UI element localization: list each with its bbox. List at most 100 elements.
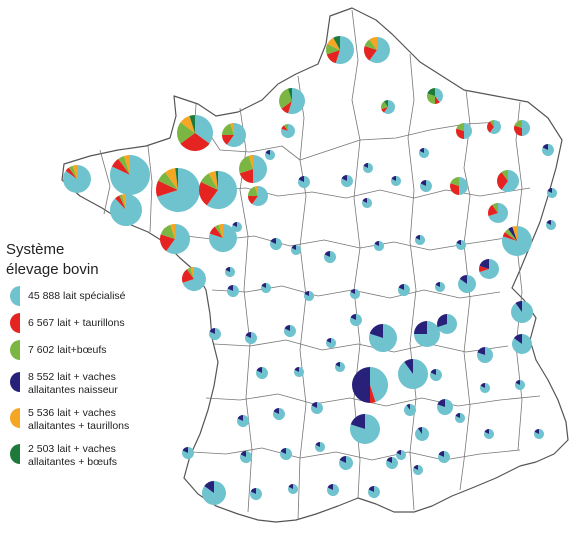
department-border <box>407 53 417 511</box>
pie-slice <box>363 163 368 168</box>
pie-slice <box>501 170 519 192</box>
department-pie <box>391 176 402 187</box>
pie-slice <box>501 170 508 181</box>
department-border <box>147 145 153 233</box>
pie-slice <box>370 385 376 403</box>
legend-label-line2: allaitantes + taurillons <box>28 420 130 432</box>
department-pie <box>245 332 258 344</box>
department-pie <box>324 251 337 264</box>
department-border <box>211 285 501 299</box>
department-pie <box>110 194 143 226</box>
pie-slice <box>437 399 445 407</box>
legend-swatch-icon <box>10 340 20 360</box>
legend-swatch-icon <box>10 408 20 428</box>
department-pie <box>256 367 269 380</box>
pie-slice <box>252 186 268 206</box>
department-pie <box>250 488 263 500</box>
department-pie <box>298 176 311 188</box>
pie-slice <box>369 324 398 352</box>
pie-slice <box>237 415 250 428</box>
pie-slice <box>479 259 489 269</box>
department-pie <box>414 321 440 347</box>
pie-slice <box>115 195 126 210</box>
pie-slice <box>417 427 422 434</box>
department-border <box>191 447 521 461</box>
department-pie <box>350 289 361 299</box>
department-pie <box>335 361 346 372</box>
legend-item-allaitantes-taurillons: 5 536 lait + vaches allaitantes + tauril… <box>6 407 166 433</box>
pie-slice <box>315 442 326 452</box>
legend-title-line2: élevage bovin <box>6 261 99 278</box>
pie-slice <box>515 301 522 312</box>
pie-slice <box>253 155 267 183</box>
pie-slice <box>159 234 175 252</box>
pie-slice <box>280 124 295 139</box>
department-pie <box>273 408 286 420</box>
department-border <box>99 149 111 215</box>
department-pie <box>209 328 222 341</box>
pie-slice <box>250 488 256 494</box>
pie-slice <box>177 122 195 144</box>
department-pie <box>511 334 532 354</box>
pie-slice <box>511 334 532 354</box>
pie-slice <box>420 180 433 192</box>
pie-slice <box>240 451 246 457</box>
pie-slice <box>237 415 243 421</box>
department-pie <box>479 259 500 279</box>
legend-label: lait + vaches <box>57 407 116 419</box>
department-pie <box>369 324 398 352</box>
department-pie <box>368 486 381 498</box>
pie-slice <box>327 484 333 490</box>
department-pie <box>326 338 337 348</box>
department-pie <box>339 456 354 471</box>
department-pie <box>222 123 247 147</box>
department-pie <box>270 238 283 251</box>
pie-slice <box>287 88 292 101</box>
pie-slice <box>522 120 530 136</box>
department-pie <box>232 222 243 232</box>
pie-slice <box>396 450 401 455</box>
pie-slice <box>350 314 363 327</box>
pie-slice <box>464 123 472 139</box>
pie-slice <box>215 171 218 190</box>
pie-slice <box>350 414 365 429</box>
pie-slice <box>294 367 305 377</box>
pie-slice <box>546 220 557 230</box>
legend-label-line2: allaitantes + bœufs <box>28 456 118 468</box>
department-pie <box>381 100 396 114</box>
pie-slice <box>381 107 388 113</box>
pie-slice <box>239 155 253 174</box>
department-pie <box>199 171 237 210</box>
pie-slice <box>362 198 367 203</box>
pie-slice <box>175 167 178 190</box>
pie-slice <box>222 123 234 135</box>
pie-slice <box>288 484 293 489</box>
pie-slice <box>413 465 418 470</box>
pie-slice <box>364 45 377 61</box>
pie-slice <box>396 450 407 460</box>
pie-slice <box>406 404 410 410</box>
pie-slice <box>240 451 253 464</box>
pie-slice <box>273 408 286 420</box>
pie-slice <box>226 123 247 147</box>
pie-slice <box>455 413 466 423</box>
pie-slice <box>438 450 451 464</box>
pie-slice <box>369 37 390 63</box>
pie-slice <box>245 332 251 338</box>
pie-slice <box>62 165 91 194</box>
legend-value: 5 536 <box>28 407 55 419</box>
pie-slice <box>326 338 331 343</box>
department-pie <box>225 267 236 277</box>
department-pie <box>435 282 446 292</box>
pie-slice <box>364 39 377 50</box>
pie-slice <box>513 125 522 136</box>
pie-slice <box>304 291 315 301</box>
pie-slice <box>546 220 551 225</box>
pie-slice <box>283 124 288 131</box>
department-pie <box>248 186 268 206</box>
pie-slice <box>298 176 311 188</box>
department-pie <box>315 442 326 452</box>
legend-title: Système élevage bovin <box>6 240 166 280</box>
department-pie <box>438 450 451 464</box>
